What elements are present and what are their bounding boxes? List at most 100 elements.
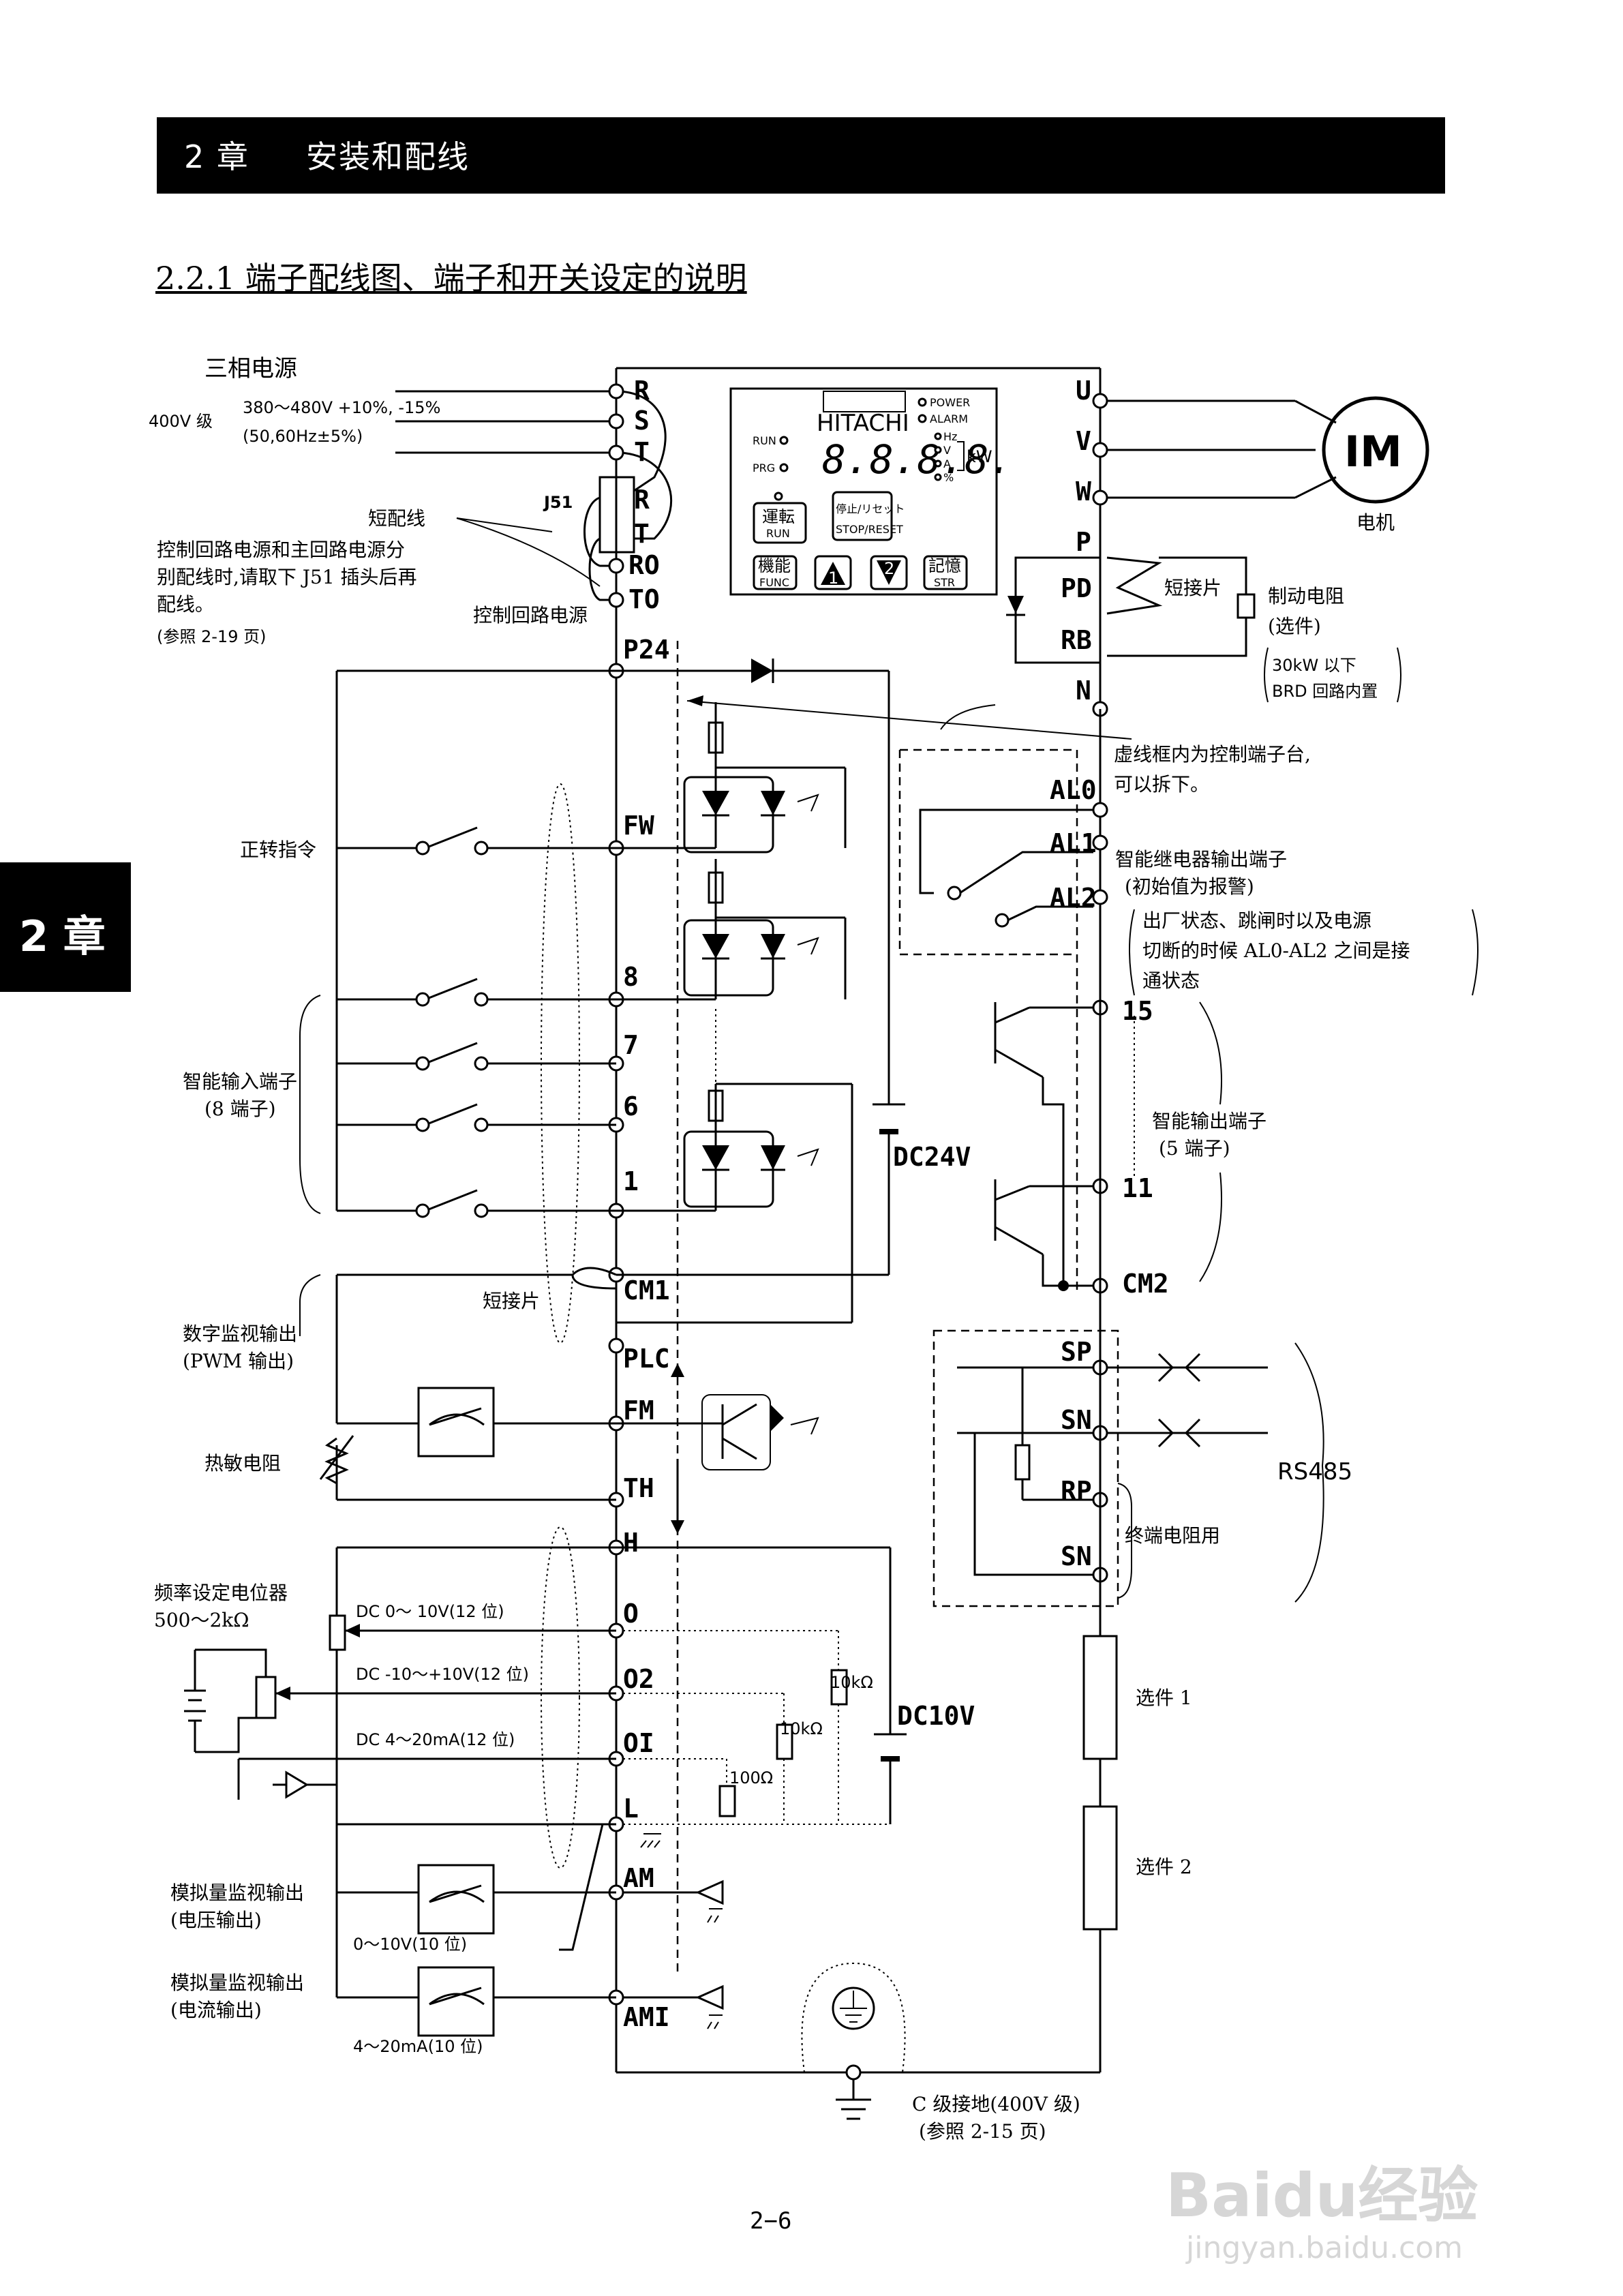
term-8: 8	[623, 962, 639, 992]
term-AMI: AMI	[623, 2002, 670, 2032]
pot-label-2: 500～2kΩ	[154, 1609, 249, 1631]
brake-resistor-option: (选件)	[1268, 615, 1321, 637]
inputs-label-2: (8 端子)	[204, 1098, 276, 1120]
term-U: U	[1076, 376, 1091, 406]
forward-label: 正转指令	[240, 839, 316, 861]
brake-note-2: BRD 回路内置	[1272, 682, 1378, 701]
power-supply: 三相电源 400V 级 380～480V +10%, -15% (50,60Hz…	[149, 355, 672, 646]
run-button-label-en: RUN	[766, 527, 790, 540]
term-H: H	[623, 1528, 639, 1558]
transistor-outputs: 智能输出端子 (5 端子)	[994, 1001, 1266, 1291]
inputs-label-1: 智能输入端子	[183, 1070, 297, 1093]
power-frequency: (50,60Hz±5%)	[243, 427, 363, 446]
term-CM1: CM1	[623, 1275, 670, 1305]
chapter-header: 2 章 安装和配线	[157, 117, 1445, 194]
unit-pct: %	[943, 471, 954, 484]
am-label-1: 模拟量监视输出	[170, 1882, 304, 1904]
power-title: 三相电源	[204, 355, 297, 382]
str-button[interactable]	[923, 555, 968, 590]
j51-label: J51	[543, 493, 573, 512]
unit-a: A	[943, 457, 951, 470]
dc-o-label: DC 0～ 10V(12 位)	[356, 1602, 504, 1621]
section-title: 2.2.1 端子配线图、端子和开关设定的说明	[155, 260, 747, 297]
page-number: 2−6	[750, 2207, 792, 2235]
term-S: S	[634, 406, 650, 436]
digital-monitor-label-2: (PWM 输出)	[183, 1350, 294, 1372]
dc24-label: DC24V	[893, 1142, 971, 1172]
up-button[interactable]	[814, 555, 852, 590]
func-button[interactable]	[753, 555, 798, 590]
str-button-label-jp: 記憶	[928, 556, 961, 575]
ami-label-1: 模拟量监视输出	[170, 1972, 304, 1994]
term-AM: AM	[623, 1863, 654, 1893]
brake-resistor-label: 制动电阻	[1268, 585, 1344, 607]
func-button-label-en: FUNC	[759, 576, 789, 589]
term-TH: TH	[623, 1473, 654, 1503]
chapter-side-tab-label: 2 章	[19, 911, 106, 961]
am-range-label: 0～10V(10 位)	[353, 1935, 467, 1954]
down-button-num: 2	[884, 559, 894, 578]
dc10-label: DC10V	[897, 1701, 975, 1731]
r100-label: 100Ω	[729, 1768, 773, 1787]
up-button-num: 1	[828, 569, 838, 588]
run-button[interactable]	[753, 502, 807, 544]
watermark-url: jingyan.baidu.com	[1186, 2231, 1463, 2265]
panel-display: 8.8.8.8.	[822, 436, 1012, 483]
am-label-2: (电压输出)	[170, 1909, 262, 1931]
relay-output: 智能继电器输出端子 (初始值为报警) 出厂状态、跳闸时以及电源 切断的时候 AL…	[919, 709, 1478, 1636]
dashed-note-2: 可以拆下。	[1114, 773, 1209, 796]
options-ground: 选件 1 选件 2 C 级接地(400V 级) (参照 2-15 页)	[801, 1635, 1192, 2143]
short-wire-label: 短配线	[368, 507, 425, 530]
motor-symbol: IM	[1344, 427, 1402, 477]
term-FW: FW	[623, 811, 654, 841]
prg-led-label: PRG	[753, 462, 775, 474]
term-O2: O2	[623, 1664, 654, 1694]
ami-label-2: (电流输出)	[170, 1999, 262, 2021]
outputs-label-2: (5 端子)	[1159, 1137, 1230, 1160]
term-6: 6	[623, 1091, 639, 1121]
relay-note-1: 出厂状态、跳闸时以及电源	[1142, 909, 1371, 932]
term-P: P	[1076, 527, 1091, 557]
term-W: W	[1076, 477, 1091, 507]
ground-label-2: (参照 2-15 页)	[919, 2120, 1046, 2143]
down-button[interactable]	[870, 555, 908, 590]
brake-jumper-label: 短接片	[1164, 577, 1222, 599]
term-N: N	[1076, 676, 1091, 706]
term-RB: RB	[1061, 625, 1092, 655]
term-SN: SN	[1061, 1405, 1092, 1435]
power-voltage: 380～480V +10%, -15%	[243, 398, 440, 417]
alarm-led-label: ALARM	[930, 412, 968, 425]
digital-monitor-label-1: 数字监视输出	[183, 1323, 297, 1345]
term-TO: TO	[628, 584, 660, 614]
term-15: 15	[1122, 996, 1153, 1026]
option1-label: 选件 1	[1136, 1687, 1192, 1709]
dashed-note-1: 虚线框内为控制端子台,	[1114, 743, 1311, 766]
dc-oi-label: DC 4～20mA(12 位)	[356, 1730, 515, 1749]
term-PLC: PLC	[623, 1344, 670, 1374]
outputs-label-1: 智能输出端子	[1152, 1110, 1266, 1132]
opto-couplers: DC24V	[616, 659, 971, 1324]
panel-brand: HITACHI	[817, 410, 909, 437]
control-dashed-boxes: 虚线框内为控制端子台, 可以拆下。	[676, 641, 1311, 1977]
term-V: V	[1076, 426, 1091, 456]
ctrl-power-label: 控制回路电源	[473, 604, 588, 626]
relay-label-1: 智能继电器输出端子	[1115, 848, 1287, 871]
terminator-label: 终端电阻用	[1125, 1524, 1220, 1547]
chapter-side-tab: 2 章	[0, 862, 131, 992]
jumper-label-cm1: 短接片	[483, 1290, 540, 1312]
power-note-3: 配线。	[157, 593, 214, 616]
stop-reset-button[interactable]	[832, 491, 893, 541]
dc-o2-label: DC -10～+10V(12 位)	[356, 1665, 529, 1684]
term-FM: FM	[623, 1395, 654, 1425]
term-AL2: AL2	[1050, 883, 1097, 913]
term-AL0: AL0	[1050, 775, 1097, 805]
relay-label-2: (初始值为报警)	[1125, 875, 1254, 898]
up-arrow-icon	[821, 562, 845, 585]
input-switches: 正转指令 智能输入端子 (8 端子) 短接片	[183, 669, 617, 1344]
motor: IM 电机	[1107, 396, 1429, 534]
unit-hz: Hz	[943, 430, 957, 443]
term-SN-2: SN	[1061, 1541, 1092, 1571]
rs485-label: RS485	[1277, 1458, 1352, 1485]
term-T: T	[634, 437, 650, 467]
term-PD: PD	[1061, 573, 1092, 603]
